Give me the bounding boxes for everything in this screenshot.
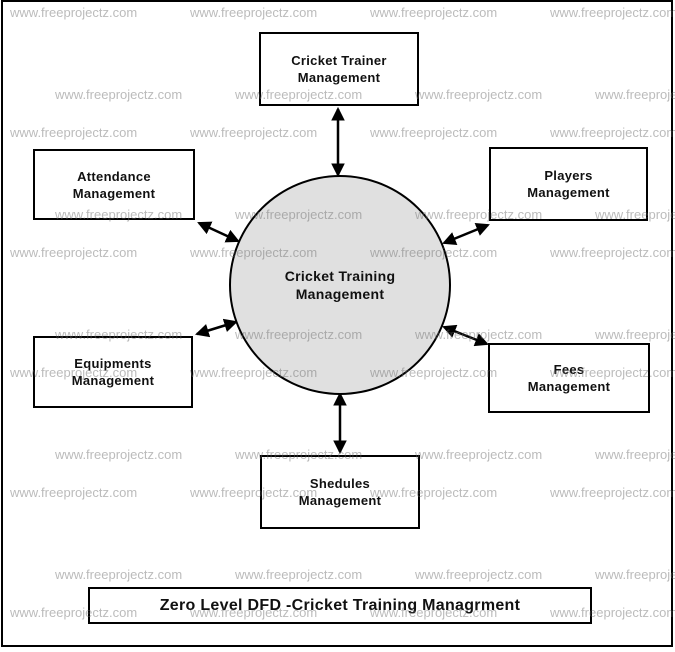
bidirectional-arrow-attendance-center [197,221,240,243]
process-circle-cricket-training-management: Cricket Training Management [229,175,451,395]
bidirectional-arrow-fees-center [442,324,489,347]
bidirectional-arrow-equipments-center [195,318,238,338]
entity-label: Cricket Trainer [291,53,387,68]
entity-box-players: Players Management [489,147,648,221]
entity-label: Management [71,373,155,388]
entity-label: Equipments [74,356,152,371]
entity-box-shedules: Shedules Management [260,455,420,529]
entity-label: Management [298,493,382,508]
entity-box-fees: Fees Management [488,343,650,413]
entity-label: Attendance [77,168,151,184]
entity-label: Shedules [309,476,371,491]
diagram-title: Zero Level DFD -Cricket Training Managrm… [159,596,521,614]
diagram-title-box: Zero Level DFD -Cricket Training Managrm… [88,587,592,624]
process-label: Cricket Training [284,268,396,284]
entity-box-equipments: Equipments Management [33,336,193,408]
entity-label: Fees [553,362,585,377]
entity-box-cricket-trainer: Cricket Trainer Management [259,32,419,106]
entity-box-attendance: Attendance Management [33,149,195,220]
entity-label: Management [527,185,610,200]
process-label: Management [295,286,385,302]
entity-label: Management [297,70,381,85]
bidirectional-arrow-players-center [442,223,490,245]
entity-label: Management [72,185,156,201]
entity-label: Management [527,379,611,394]
entity-label: Players [544,168,593,183]
